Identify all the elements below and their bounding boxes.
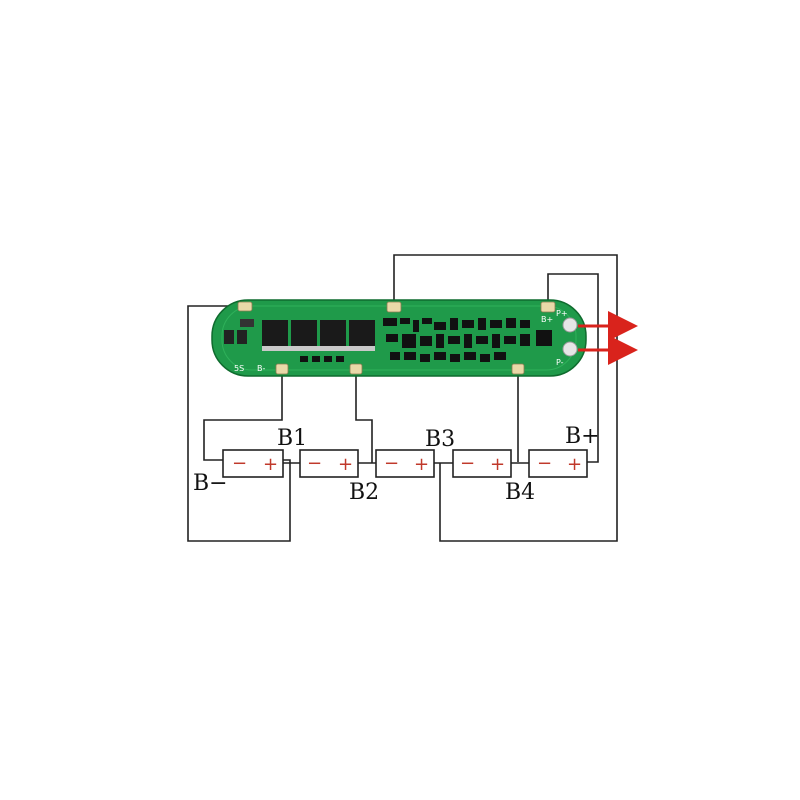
cell-1-plus: + <box>263 454 278 475</box>
component-cluster <box>300 318 552 362</box>
output-pads <box>562 317 578 357</box>
resistors-left <box>224 319 254 344</box>
battery-cells: − + − + − + − + − + <box>222 449 588 478</box>
label-b4: B4 <box>505 480 535 505</box>
label-b-plus: B+ <box>565 424 600 449</box>
label-b1: B1 <box>277 426 307 451</box>
wire-b2 <box>355 368 373 463</box>
wire-b1 <box>203 368 283 461</box>
cell-5: − + <box>528 449 588 478</box>
cell-4: − + <box>452 449 512 478</box>
mosfet-chips <box>262 320 375 351</box>
pad-b-plus <box>540 301 556 313</box>
pad-b3 <box>386 301 402 313</box>
label-b2: B2 <box>349 480 379 505</box>
cell-1: − + <box>222 449 284 478</box>
pad-b4 <box>511 363 525 375</box>
output-arrows <box>578 311 638 365</box>
wiring <box>187 254 618 542</box>
silk-5s: 5S <box>234 364 244 373</box>
pad-b2 <box>349 363 363 375</box>
label-b3: B3 <box>425 427 455 452</box>
wire-b-plus <box>547 273 599 463</box>
cell-3: − + <box>375 449 435 478</box>
silk-b-plus: B+ <box>541 315 553 324</box>
cell-4-plus: + <box>490 454 505 475</box>
silk-b-minus: B- <box>257 364 265 373</box>
label-b-minus: B− <box>193 471 228 496</box>
silk-p-minus: P- <box>556 358 564 367</box>
node-labels: B1 B− B2 B3 B4 B+ <box>193 424 600 505</box>
cell-5-minus: − <box>537 453 552 474</box>
pad-b1 <box>275 363 289 375</box>
cell-2-plus: + <box>338 454 353 475</box>
cell-3-minus: − <box>384 453 399 474</box>
cell-1-minus: − <box>232 453 247 474</box>
wire-b-minus <box>187 305 291 542</box>
cell-4-minus: − <box>460 453 475 474</box>
cell-2-minus: − <box>307 453 322 474</box>
silk-p-plus: P+ <box>556 309 568 318</box>
cell-2: − + <box>299 449 359 478</box>
wire-b3 <box>393 254 618 542</box>
cell-3-plus: + <box>414 454 429 475</box>
cell-5-plus: + <box>567 454 582 475</box>
pad-b-minus-top <box>237 301 253 312</box>
bms-pcb-board: 5S B- B+ P+ P- <box>211 299 587 377</box>
